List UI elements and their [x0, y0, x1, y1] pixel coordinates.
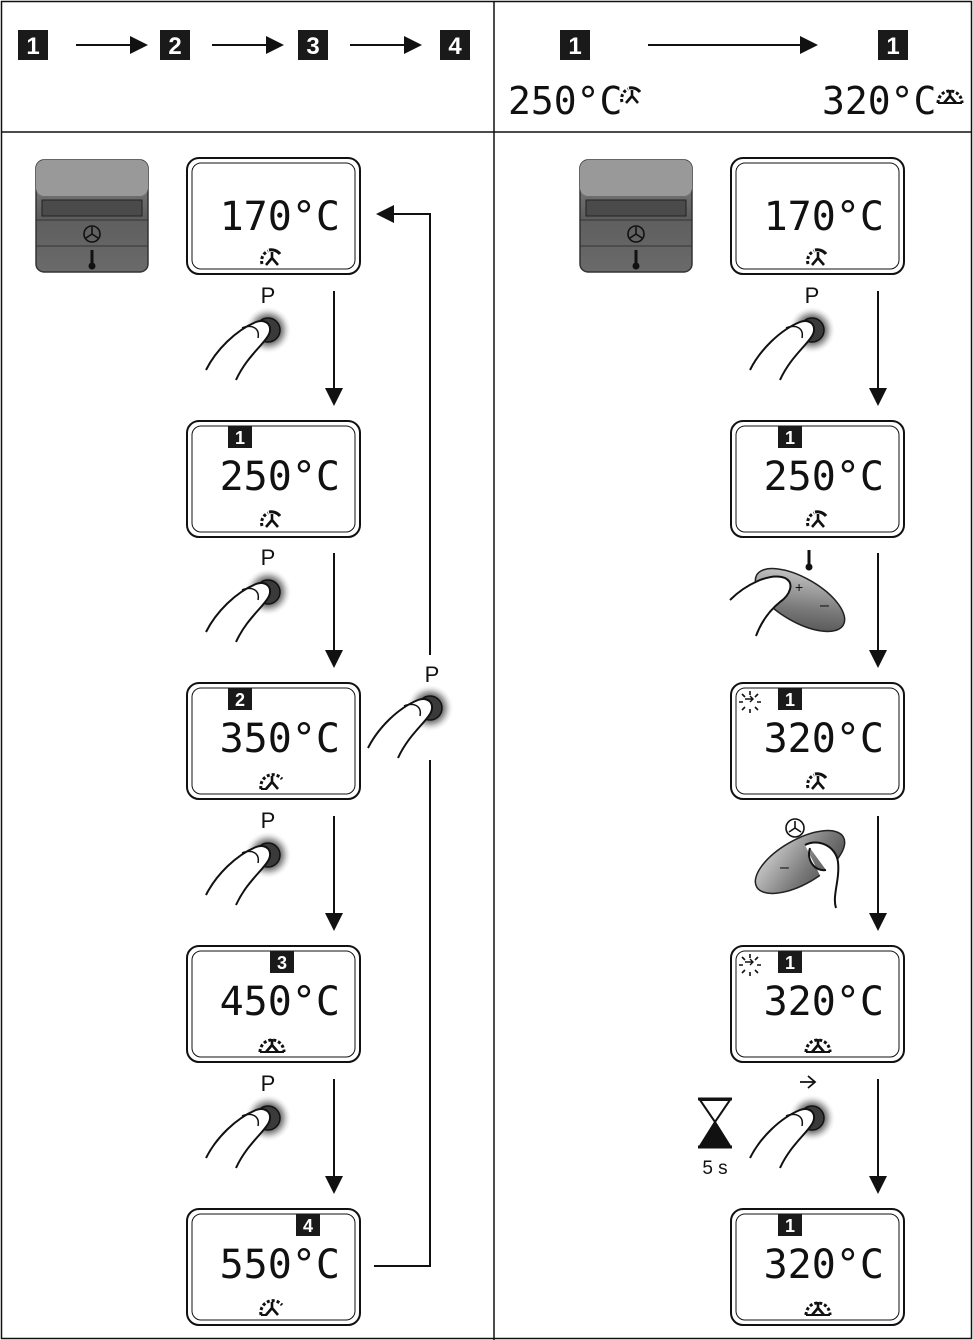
left-display-1-temp: 250°C — [220, 454, 340, 500]
finger-press-icon — [205, 305, 293, 381]
finger-press-icon — [205, 1093, 293, 1169]
finger-press-icon — [205, 567, 293, 643]
p-button-label: P — [805, 283, 820, 308]
right-display-3-temp: 320°C — [764, 979, 884, 1025]
header-right-from-step: 1 — [568, 33, 581, 60]
right-press-1: P — [749, 283, 837, 381]
left-loop-line-upper — [376, 205, 431, 655]
right-press-fan-plus: – — [754, 818, 846, 909]
header-step-badge-1: 1 — [18, 30, 48, 60]
left-display-0-temp: 170°C — [220, 194, 340, 240]
left-press-4: P — [205, 1071, 293, 1169]
right-press-confirm: 5 s — [698, 1075, 837, 1179]
left-press-1: P — [205, 283, 293, 381]
right-display-0: 170°C — [730, 157, 905, 275]
left-display-3-temp: 450°C — [220, 979, 340, 1025]
right-control-panel-icon — [578, 158, 694, 274]
left-display-4: 4 550°C — [186, 1208, 361, 1326]
left-display-0: 170°C — [186, 157, 361, 275]
left-display-2-badge: 2 — [235, 690, 245, 710]
header-step-badge-2: 2 — [160, 30, 190, 60]
left-display-1-badge-box — [228, 426, 252, 448]
header-step-label-4: 4 — [448, 33, 462, 60]
left-display-3-badge-box — [270, 951, 294, 973]
right-display-4-badge-box — [778, 1214, 802, 1236]
header-step-badge-3: 3 — [298, 30, 328, 60]
left-display-4-badge: 4 — [303, 1216, 313, 1236]
left-display-4-badge-box — [296, 1214, 320, 1236]
confirm-arrow-icon — [800, 1075, 817, 1089]
right-display-3-badge-box — [778, 951, 802, 973]
right-display-1-badge-box — [778, 426, 802, 448]
timer-label: 5 s — [702, 1158, 727, 1179]
right-display-1-temp: 250°C — [764, 454, 884, 500]
left-press-loop: P — [367, 662, 455, 759]
fan-symbol-icon — [785, 818, 805, 838]
right-display-1-badge: 1 — [785, 428, 795, 448]
right-display-4-temp: 320°C — [764, 1242, 884, 1288]
p-button-label: P — [425, 662, 440, 687]
header-right-fan-level-1-icon — [620, 86, 642, 105]
left-display-2: 2 350°C — [186, 682, 361, 800]
header-right-to-temp: 320°C — [822, 79, 936, 123]
right-display-3-badge: 1 — [785, 953, 795, 973]
right-display-0-temp: 170°C — [764, 194, 884, 240]
header-right-transition: 1 1 250°C 320°C — [508, 30, 964, 123]
blink-sparkle-icon — [738, 690, 762, 714]
header-right-fan-level-3-icon — [936, 88, 964, 105]
header-step-label-3: 3 — [306, 33, 319, 60]
hourglass-icon — [698, 1097, 732, 1149]
header-right-to-step: 1 — [886, 33, 899, 60]
left-press-2: P — [205, 545, 293, 643]
left-loop-line-lower — [374, 760, 431, 1267]
left-column: 170°C 1 250°C 2 350°C 3 450°C — [34, 157, 455, 1326]
p-button-label: P — [261, 283, 276, 308]
header-step-label-2: 2 — [168, 33, 181, 60]
right-column: 170°C 1 250°C 1 320°C 1 — [578, 157, 905, 1326]
header-step-badge-4: 4 — [440, 30, 470, 60]
right-display-2: 1 320°C — [730, 682, 905, 800]
p-button-label: P — [261, 545, 276, 570]
finger-press-icon — [749, 1093, 837, 1169]
right-display-4: 1 320°C — [730, 1208, 905, 1326]
left-display-3: 3 450°C — [186, 945, 361, 1063]
left-display-2-badge-box — [228, 688, 252, 710]
left-display-1: 1 250°C — [186, 420, 361, 538]
finger-press-icon — [367, 683, 455, 759]
right-display-4-badge: 1 — [785, 1216, 795, 1236]
right-display-2-badge-box — [778, 688, 802, 710]
header-right-badge-to: 1 — [878, 30, 908, 60]
finger-press-icon — [205, 830, 293, 906]
right-display-3: 1 320°C — [730, 945, 905, 1063]
header-left-step-sequence: 1 2 3 4 — [18, 30, 470, 60]
right-display-2-badge: 1 — [785, 690, 795, 710]
blink-sparkle-icon — [738, 953, 762, 977]
p-button-label: P — [261, 808, 276, 833]
p-button-label: P — [261, 1071, 276, 1096]
right-display-2-temp: 320°C — [764, 716, 884, 762]
minus-mark: – — [780, 859, 789, 876]
left-press-3: P — [205, 808, 293, 906]
left-display-4-temp: 550°C — [220, 1242, 340, 1288]
header-right-from-temp: 250°C — [508, 79, 622, 123]
left-control-panel-icon — [34, 158, 150, 274]
header-right-badge-from: 1 — [560, 30, 590, 60]
left-display-1-badge: 1 — [235, 428, 245, 448]
left-display-3-badge: 3 — [277, 953, 287, 973]
right-display-1: 1 250°C — [730, 420, 905, 538]
minus-mark: – — [820, 597, 829, 614]
header-step-label-1: 1 — [26, 33, 39, 60]
right-press-temp-plus: + – — [729, 550, 846, 637]
finger-press-icon — [749, 305, 837, 381]
plus-mark: + — [795, 579, 803, 595]
left-display-2-temp: 350°C — [220, 716, 340, 762]
